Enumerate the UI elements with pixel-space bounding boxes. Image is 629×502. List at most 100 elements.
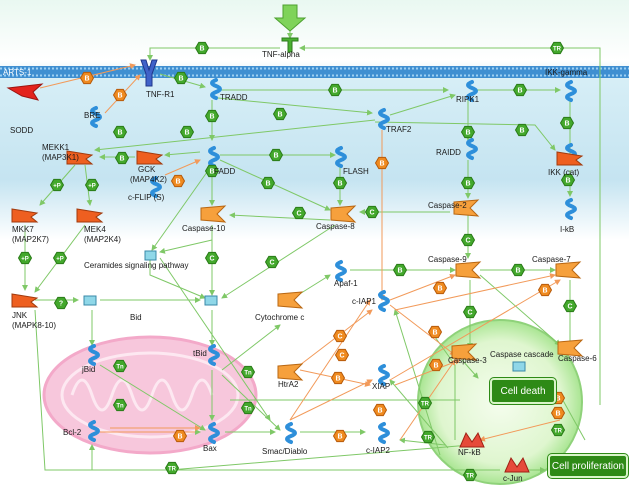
receptor-icon — [140, 59, 158, 87]
label-tnf-r1: TNF-R1 — [146, 90, 175, 99]
label-mek4-alias: (MAP2K4) — [84, 235, 121, 244]
badge-binding: B — [173, 71, 189, 85]
cell-membrane — [0, 66, 629, 78]
badge-binding-text: B — [199, 46, 204, 53]
badge-binding: B — [114, 151, 130, 165]
ripk1-protein[interactable] — [466, 80, 478, 102]
caspase9-protease[interactable] — [455, 261, 482, 279]
tbid-complex-box[interactable] — [204, 295, 218, 306]
cflip-protein[interactable] — [150, 176, 162, 198]
badge-cleavage: C — [462, 305, 478, 319]
label-caspase10: Caspase-10 — [182, 224, 226, 233]
badge-transcription: TR — [417, 396, 433, 410]
ikk-cat-kinase[interactable] — [556, 151, 584, 166]
flash-protein[interactable] — [335, 146, 347, 168]
bre-protein[interactable] — [90, 106, 102, 128]
raidd-protein[interactable] — [466, 138, 478, 160]
caspase3-protease[interactable] — [451, 343, 478, 361]
badge-binding-text: B — [119, 156, 124, 163]
transcription-factor-icon — [459, 431, 485, 448]
nf-kb-tf[interactable] — [459, 431, 485, 448]
badge-binding-text: B — [178, 76, 183, 83]
membrane-label: ARTS-1 — [3, 68, 32, 77]
tnf-alpha-ligand[interactable] — [273, 4, 307, 53]
badge-translocation-text: Tn — [116, 404, 124, 410]
badge-binding-text: B — [397, 268, 402, 275]
smac-protein[interactable] — [285, 422, 297, 444]
gck-kinase[interactable] — [136, 150, 164, 165]
badge-binding: B — [272, 107, 288, 121]
apaf1-protein[interactable] — [335, 260, 347, 282]
badge-binding: B — [170, 174, 186, 188]
ikk-gamma-protein[interactable] — [565, 80, 577, 102]
label-smac: Smac/Diablo — [262, 447, 308, 456]
badge-translocation: Tn — [240, 401, 256, 415]
badge-cleavage-text: C — [369, 210, 374, 217]
badge-transcription-text: TR — [168, 467, 177, 473]
badge-binding-text: B — [177, 434, 182, 441]
badge-binding: B — [560, 173, 576, 187]
tbid-protein[interactable] — [208, 344, 220, 366]
cell-proliferation-box[interactable]: Cell proliferation — [548, 454, 628, 478]
tnf-r1-receptor[interactable] — [140, 59, 158, 87]
badge-binding: B — [432, 281, 448, 295]
badge-translocation-text: Tn — [244, 407, 252, 413]
badge-binding-text: B — [515, 268, 520, 275]
cell-death-label: Cell death — [500, 385, 546, 397]
ciap2-protein[interactable] — [378, 422, 390, 444]
caspase7-protease[interactable] — [555, 261, 582, 279]
c-jun-tf[interactable] — [504, 456, 530, 473]
badge-binding: B — [327, 83, 343, 97]
jbid-protein[interactable] — [88, 344, 100, 366]
xiap-protein[interactable] — [378, 364, 390, 386]
badge-binding-text: B — [175, 179, 180, 186]
bid-complex-box[interactable] — [83, 295, 97, 306]
mek4-kinase[interactable] — [76, 208, 104, 223]
badge-binding: B — [330, 371, 346, 385]
caspase-cascade-box[interactable] — [512, 361, 526, 372]
badge-binding-text: B — [337, 434, 342, 441]
htra2-protease[interactable] — [277, 363, 304, 381]
traf2-protein[interactable] — [378, 108, 390, 130]
label-mkk7-alias: (MAP2K7) — [12, 235, 49, 244]
ciap1-protein[interactable] — [378, 290, 390, 312]
badge-phospho-text: +P — [53, 184, 61, 190]
sodd-protein[interactable] — [6, 83, 44, 101]
cytochrome-c-protease[interactable] — [277, 291, 304, 309]
label-nfkb: NF-kB — [458, 448, 481, 457]
label-ripk1: RIPK1 — [456, 95, 480, 104]
mekk1-kinase[interactable] — [66, 150, 94, 165]
badge-phospho-text: +P — [88, 184, 96, 190]
bcl2-protein[interactable] — [88, 420, 100, 442]
badge-cleavage-text: C — [567, 304, 572, 311]
badge-binding: B — [204, 164, 220, 178]
caspase10-protease[interactable] — [200, 205, 227, 223]
badge-binding: B — [79, 71, 95, 85]
label-traf2: TRAF2 — [386, 125, 412, 134]
caspase8-protease[interactable] — [330, 205, 357, 223]
jnk-kinase[interactable] — [11, 293, 39, 308]
ceramides-box[interactable] — [144, 250, 157, 261]
ikb-protein[interactable] — [565, 198, 577, 220]
badge-binding-text: B — [555, 411, 560, 418]
badge-binding: B — [392, 263, 408, 277]
badge-binding-text: B — [519, 128, 524, 135]
badge-transcription: TR — [550, 423, 566, 437]
bax-protein[interactable] — [208, 422, 220, 444]
badge-transcription: TR — [462, 468, 478, 482]
badge-translocation: Tn — [240, 365, 256, 379]
badge-binding: B — [514, 123, 530, 137]
badge-unknown-text: ? — [59, 301, 63, 308]
fadd-protein[interactable] — [208, 146, 220, 168]
badge-binding: B — [172, 429, 188, 443]
label-tradd: TRADD — [220, 93, 248, 102]
badge-translocation: Tn — [112, 398, 128, 412]
tradd-protein[interactable] — [210, 78, 222, 100]
caspase6-protease[interactable] — [557, 339, 584, 357]
cell-death-box[interactable]: Cell death — [490, 378, 556, 404]
mkk7-kinase[interactable] — [11, 208, 39, 223]
badge-phospho: +P — [49, 178, 65, 192]
badge-phospho: +P — [17, 251, 33, 265]
caspase2-protease[interactable] — [453, 199, 480, 217]
